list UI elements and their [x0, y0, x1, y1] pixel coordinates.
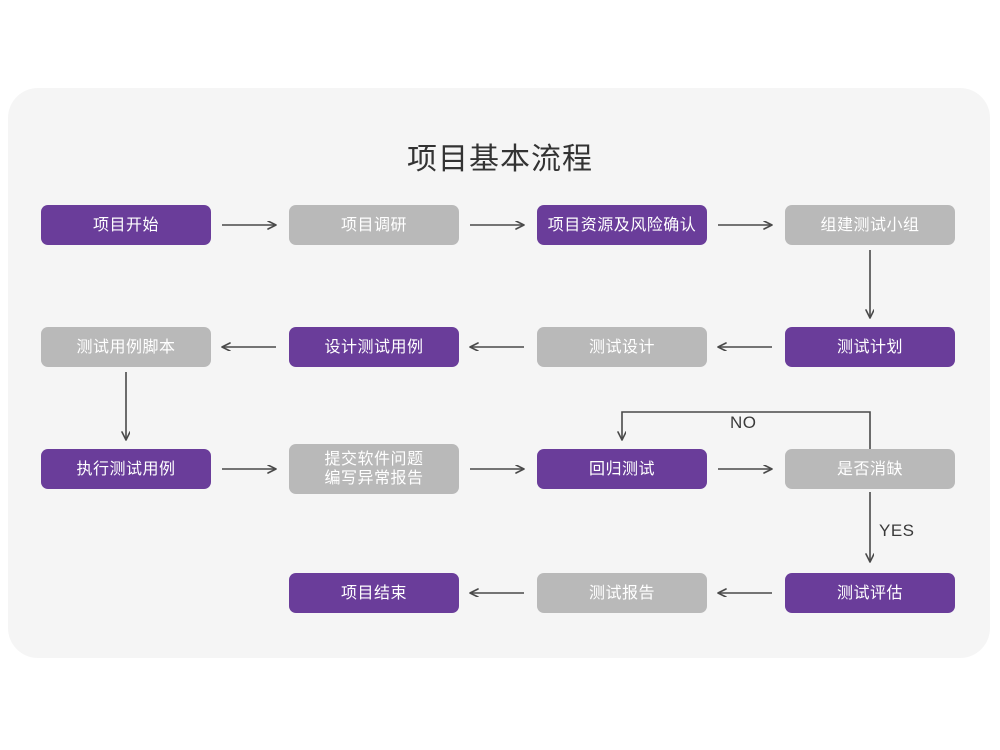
- node-project-start[interactable]: 项目开始: [41, 205, 211, 245]
- node-project-research[interactable]: 项目调研: [289, 205, 459, 245]
- node-resource-risk-confirm[interactable]: 项目资源及风险确认: [537, 205, 707, 245]
- node-execute-test-cases[interactable]: 执行测试用例: [41, 449, 211, 489]
- page-title: 项目基本流程: [407, 143, 593, 176]
- node-build-test-team[interactable]: 组建测试小组: [785, 205, 955, 245]
- node-project-end[interactable]: 项目结束: [289, 573, 459, 613]
- node-test-report[interactable]: 测试报告: [537, 573, 707, 613]
- edge-label-no: NO: [730, 413, 757, 432]
- node-defect-cleared-decision[interactable]: 是否消缺: [785, 449, 955, 489]
- node-design-test-cases[interactable]: 设计测试用例: [289, 327, 459, 367]
- node-test-evaluation[interactable]: 测试评估: [785, 573, 955, 613]
- edge-label-yes: YES: [879, 521, 915, 540]
- node-regression-test[interactable]: 回归测试: [537, 449, 707, 489]
- node-test-plan[interactable]: 测试计划: [785, 327, 955, 367]
- node-submit-defect-report[interactable]: 提交软件问题 编写异常报告: [289, 444, 459, 494]
- flowchart-card: [8, 88, 990, 658]
- node-test-design[interactable]: 测试设计: [537, 327, 707, 367]
- node-test-case-scripts[interactable]: 测试用例脚本: [41, 327, 211, 367]
